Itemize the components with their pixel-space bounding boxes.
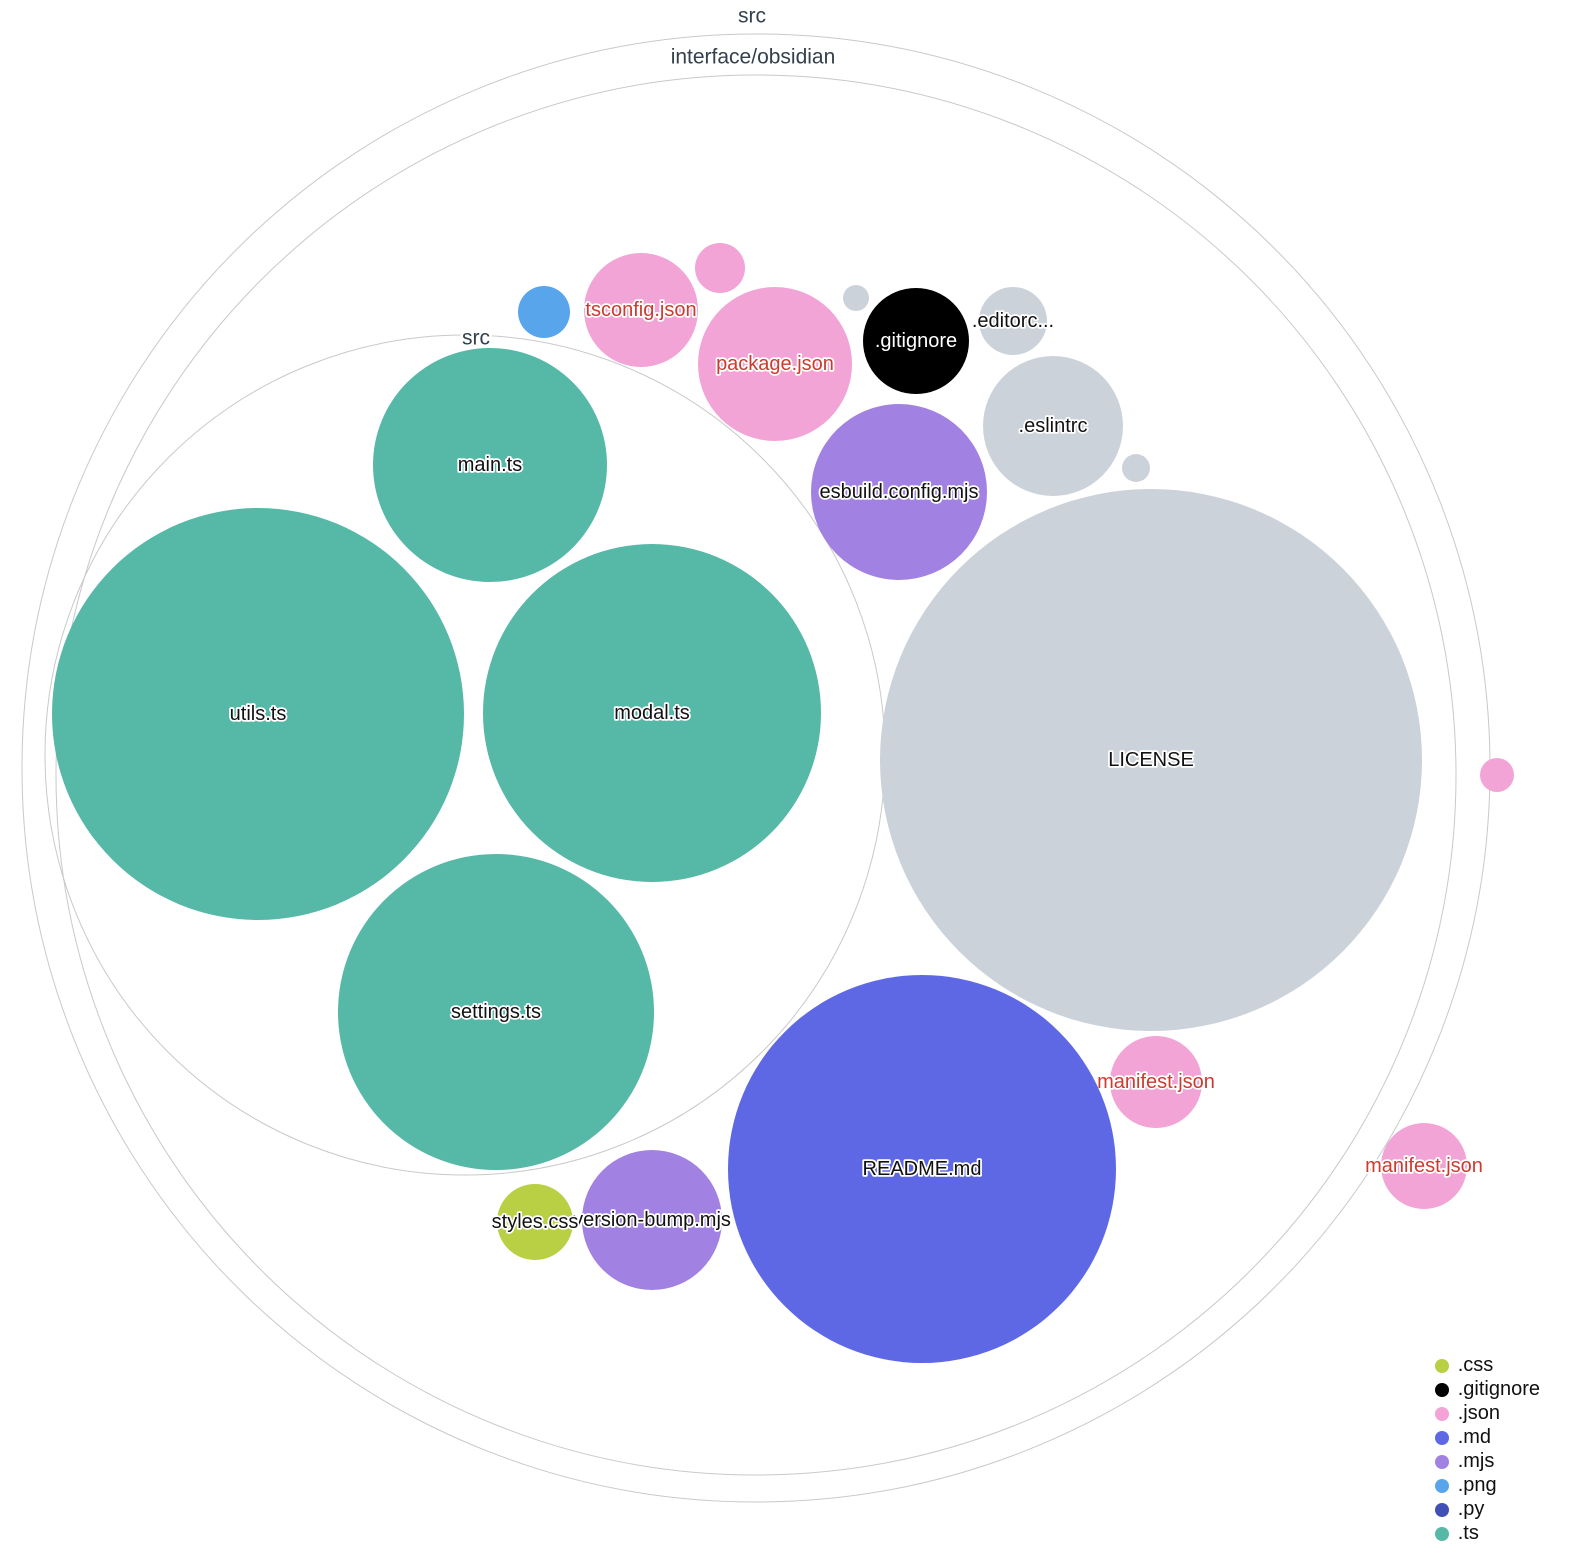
file-circle-png-file[interactable]: [518, 286, 570, 338]
file-circle-main-ts[interactable]: [373, 348, 607, 582]
legend-dot-ts: [1434, 1526, 1449, 1541]
file-label-utils-ts: utils.ts: [230, 703, 287, 725]
file-circle-gitignore[interactable]: [863, 288, 969, 394]
file-circle-version-bump-mjs[interactable]: [582, 1150, 722, 1290]
file-circle-json-small-top[interactable]: [695, 243, 745, 293]
legend-label: .json: [1457, 1402, 1500, 1424]
file-circle-manifest-json[interactable]: [1110, 1036, 1202, 1128]
file-label-version-bump-mjs: version-bump.mjs: [573, 1209, 731, 1231]
file-label-tsconfig-json: tsconfig.json: [585, 299, 696, 321]
folder-label-src-root: src: [738, 5, 766, 28]
file-label-styles-css: styles.css: [492, 1211, 579, 1233]
legend-dot-py: [1434, 1502, 1449, 1517]
folder-label-src-inner: src: [462, 327, 490, 350]
folder-circle-interface-obsidian[interactable]: [55, 74, 1457, 1476]
legend-item-png: .png: [1434, 1474, 1540, 1496]
legend-item-gitignore: .gitignore: [1434, 1378, 1540, 1400]
file-circle-manifest-json-outer[interactable]: [1381, 1123, 1467, 1209]
legend-dot-json: [1434, 1406, 1449, 1421]
legend-label: .gitignore: [1457, 1378, 1540, 1400]
file-circle-esbuild-config-mjs[interactable]: [811, 404, 987, 580]
legend-dot-md: [1434, 1430, 1449, 1445]
file-circle-modal-ts[interactable]: [483, 544, 821, 882]
legend-label: .md: [1457, 1426, 1492, 1448]
folder-label-interface-obsidian: interface/obsidian: [671, 46, 836, 69]
file-circle-tsconfig-json[interactable]: [584, 253, 698, 367]
file-label-package-json: package.json: [716, 353, 834, 375]
file-circle-gray-small-1[interactable]: [843, 285, 869, 311]
legend-dot-png: [1434, 1478, 1449, 1493]
file-label-modal-ts: modal.ts: [614, 702, 690, 724]
file-circle-editorconfig[interactable]: [979, 287, 1047, 355]
legend-item-py: .py: [1434, 1498, 1540, 1520]
file-label-esbuild-config-mjs: esbuild.config.mjs: [820, 481, 979, 503]
legend-label: .png: [1457, 1474, 1497, 1496]
file-label-manifest-json-outer: manifest.json: [1365, 1155, 1483, 1177]
file-circle-eslintrc[interactable]: [983, 356, 1123, 496]
file-circle-readme-md[interactable]: [728, 975, 1116, 1363]
legend-label: .py: [1457, 1498, 1485, 1520]
legend-label: .mjs: [1457, 1450, 1495, 1472]
legend-item-json: .json: [1434, 1402, 1540, 1424]
file-label-readme-md: README.md: [863, 1158, 982, 1180]
file-label-license: LICENSE: [1108, 749, 1194, 771]
legend-label: .css: [1457, 1354, 1494, 1376]
file-circle-settings-ts[interactable]: [338, 854, 654, 1170]
legend-dot-css: [1434, 1358, 1449, 1373]
legend: .css.gitignore.json.md.mjs.png.py.ts: [1434, 1354, 1540, 1544]
legend-item-mjs: .mjs: [1434, 1450, 1540, 1472]
legend-dot-mjs: [1434, 1454, 1449, 1469]
legend-dot-gitignore: [1434, 1382, 1449, 1397]
legend-item-css: .css: [1434, 1354, 1540, 1376]
file-circle-license[interactable]: [880, 489, 1422, 1031]
file-circle-utils-ts[interactable]: [52, 508, 464, 920]
file-label-main-ts: main.ts: [458, 454, 522, 476]
file-label-eslintrc: .eslintrc: [1019, 415, 1088, 437]
file-label-settings-ts: settings.ts: [451, 1001, 541, 1023]
file-circle-json-small-right[interactable]: [1480, 758, 1514, 792]
file-label-manifest-json: manifest.json: [1097, 1071, 1215, 1093]
legend-label: .ts: [1457, 1522, 1479, 1544]
file-circle-gray-small-2[interactable]: [1122, 454, 1150, 482]
legend-item-ts: .ts: [1434, 1522, 1540, 1544]
file-circle-styles-css[interactable]: [497, 1184, 573, 1260]
file-label-editorconfig: .editorc...: [972, 310, 1054, 332]
legend-item-md: .md: [1434, 1426, 1540, 1448]
file-label-gitignore: .gitignore: [875, 330, 957, 352]
file-circle-package-json[interactable]: [698, 287, 852, 441]
